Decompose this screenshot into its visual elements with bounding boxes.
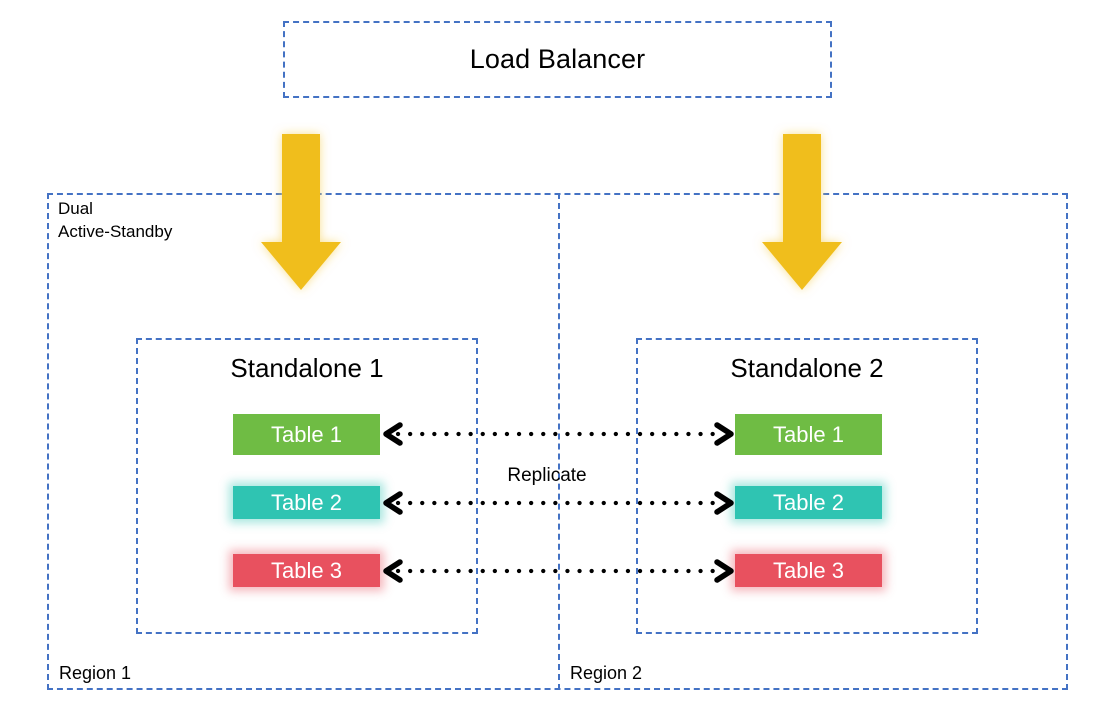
table-label: Table 3 <box>773 557 844 583</box>
standalone-2-table-2: Table 2 <box>735 486 882 519</box>
table-label: Table 2 <box>271 489 342 515</box>
standalone-1-table-1: Table 1 <box>233 414 380 455</box>
standalone-1-table-3: Table 3 <box>233 554 380 587</box>
standalone-2-table-1: Table 1 <box>735 414 882 455</box>
standalone-1-title: Standalone 1 <box>230 353 384 383</box>
standalone-1-box <box>136 338 478 634</box>
region-2-label: Region 2 <box>570 663 643 683</box>
region-1-label: Region 1 <box>59 663 132 683</box>
load-balancer-label: Load Balancer <box>469 44 646 74</box>
standalone-2-box <box>636 338 978 634</box>
dual-active-standby-box <box>47 193 1068 690</box>
standalone-2-title: Standalone 2 <box>730 353 884 383</box>
table-label: Table 1 <box>773 421 844 447</box>
dual-active-standby-label: Dual Active-Standby <box>58 199 173 241</box>
region-divider <box>558 193 560 690</box>
load-balancer-box: Load Balancer <box>283 21 832 98</box>
table-label: Table 1 <box>271 421 342 447</box>
standalone-2-table-3: Table 3 <box>735 554 882 587</box>
replicate-label: Replicate <box>507 465 587 486</box>
table-label: Table 3 <box>271 557 342 583</box>
table-label: Table 2 <box>773 489 844 515</box>
standalone-1-table-2: Table 2 <box>233 486 380 519</box>
